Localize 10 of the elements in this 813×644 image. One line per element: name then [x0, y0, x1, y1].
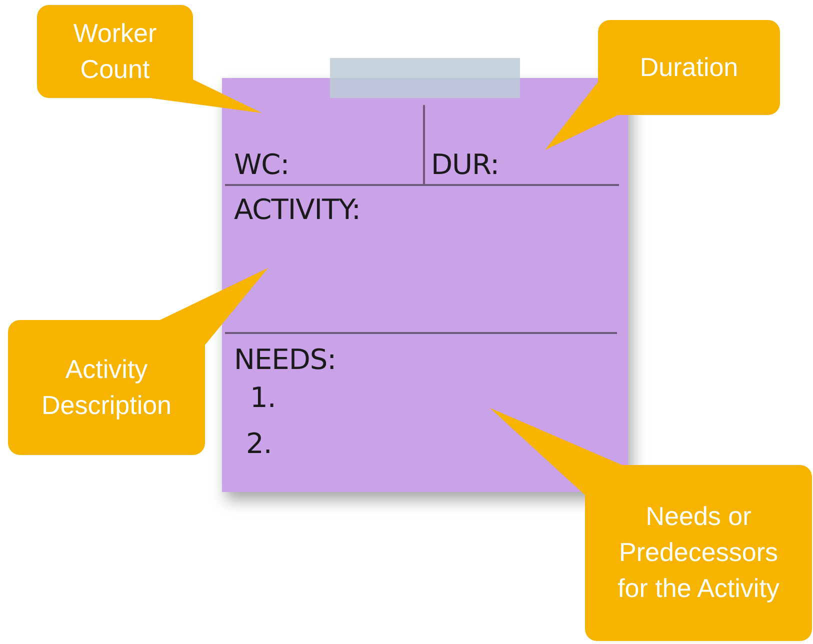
field-label: NEEDS: — [234, 343, 336, 376]
field-label: DUR: — [431, 148, 500, 181]
field-label: WC: — [234, 148, 290, 181]
field-label: ACTIVITY: — [234, 193, 360, 226]
callout-text: Duration — [640, 50, 738, 84]
callout-text: Worker Count — [72, 16, 158, 86]
callout-text: Activity Description — [40, 352, 173, 422]
list-number: 2. — [246, 427, 272, 460]
callout-text: Needs or Predecessors for the Activity — [616, 500, 780, 605]
list-number: 1. — [250, 381, 276, 414]
